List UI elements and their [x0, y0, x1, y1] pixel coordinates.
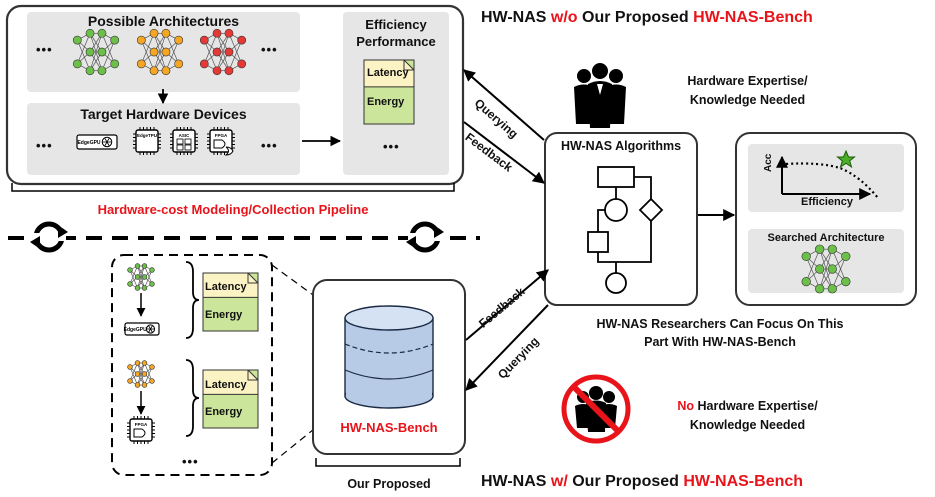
performance-label: Performance: [356, 34, 436, 49]
nn-orange-zoom: [127, 360, 155, 388]
asic-chip: ASIC: [170, 127, 198, 155]
pipeline-label: Hardware-cost Modeling/Collection Pipeli…: [97, 202, 369, 217]
edgegpu-chip: EdgeGPU: [76, 134, 118, 150]
fpga-chip-zoom: FPGA: [127, 416, 155, 444]
star-icon: [836, 149, 856, 169]
doc-top: [363, 59, 415, 125]
searched-architecture-label: Searched Architecture: [767, 232, 885, 244]
doc-zoom-1: [202, 272, 259, 332]
nn-green-top: [72, 28, 120, 76]
nn-searched: [801, 244, 851, 294]
doc-latency-1: Latency: [205, 281, 247, 293]
zoom-ellipsis: •••: [182, 454, 199, 469]
querying-top-arrow: [463, 69, 545, 141]
hw-ellipsis-left: •••: [36, 138, 53, 153]
title-without: HW-NAS w/o Our Proposed HW-NAS-Bench: [481, 9, 813, 26]
our-proposed-label: Our Proposed: [347, 477, 431, 491]
doc-energy-1: Energy: [205, 309, 243, 321]
edgetpu-chip: EdgeTPU: [133, 127, 161, 155]
nn-green-zoom: [127, 263, 155, 291]
zoom-line-top: [271, 264, 351, 323]
feedback-top-arrow: [463, 121, 545, 184]
svg-text:FPGA: FPGA: [135, 422, 148, 427]
flowchart-icon: [587, 166, 664, 294]
arch-ellipsis-left: •••: [36, 42, 53, 57]
svg-text:ASIC: ASIC: [179, 133, 191, 138]
hw-ellipsis-right: •••: [261, 138, 278, 153]
no-experts-icon: [561, 374, 631, 444]
focus-label: HW-NAS Researchers Can Focus On This Par…: [596, 317, 844, 349]
edgegpu-chip-zoom: EdgeGPU: [124, 322, 160, 336]
possible-architectures-label: Possible Architectures: [87, 13, 240, 29]
bench-label: HW-NAS-Bench: [340, 420, 438, 435]
database-icon: [344, 305, 434, 409]
brace-1: [185, 261, 200, 339]
svg-text:FPGA: FPGA: [215, 133, 228, 138]
brace-2: [185, 359, 200, 437]
doc-latency-top: Latency: [367, 67, 409, 79]
experts-icon: [574, 63, 626, 128]
pipeline-brace: [11, 183, 455, 192]
algorithms-title: HW-NAS Algorithms: [560, 139, 682, 153]
querying-bottom-arrow: [465, 304, 549, 391]
doc-energy-2: Energy: [205, 406, 243, 418]
zoom-line-bottom: [271, 399, 351, 464]
searched-arch-panel: [748, 229, 904, 293]
feedback-bottom-arrow: [465, 269, 549, 341]
target-hardware-label: Target Hardware Devices: [80, 106, 247, 122]
svg-text:EdgeTPU: EdgeTPU: [137, 133, 157, 138]
expertise-needed-label: Hardware Expertise/ Knowledge Needed: [687, 74, 808, 107]
fpga-chip: FPGA: [207, 127, 235, 156]
acc-axis-label: Acc: [763, 153, 774, 172]
refresh-icon-right: [406, 221, 444, 253]
arch-ellipsis-right: •••: [261, 42, 278, 57]
title-with: HW-NAS w/ Our Proposed HW-NAS-Bench: [481, 473, 804, 490]
no-expertise-label: No Hardware Expertise/ Knowledge Needed: [677, 399, 818, 432]
refresh-icon-left: [30, 221, 68, 253]
target-hardware-panel: [27, 103, 300, 175]
doc-zoom-2: [202, 369, 259, 429]
svg-text:EdgeGPU: EdgeGPU: [124, 327, 147, 333]
nn-orange-top: [136, 28, 184, 76]
bench-brace: [315, 458, 461, 467]
efficiency-axis-label: Efficiency: [801, 196, 853, 208]
doc-energy-top: Energy: [367, 96, 405, 108]
svg-text:EdgeGPU: EdgeGPU: [77, 140, 100, 146]
efficiency-label: Efficiency: [365, 17, 427, 32]
doc-latency-2: Latency: [205, 379, 247, 391]
nn-red-top: [199, 28, 247, 76]
metrics-ellipsis: •••: [383, 139, 400, 154]
